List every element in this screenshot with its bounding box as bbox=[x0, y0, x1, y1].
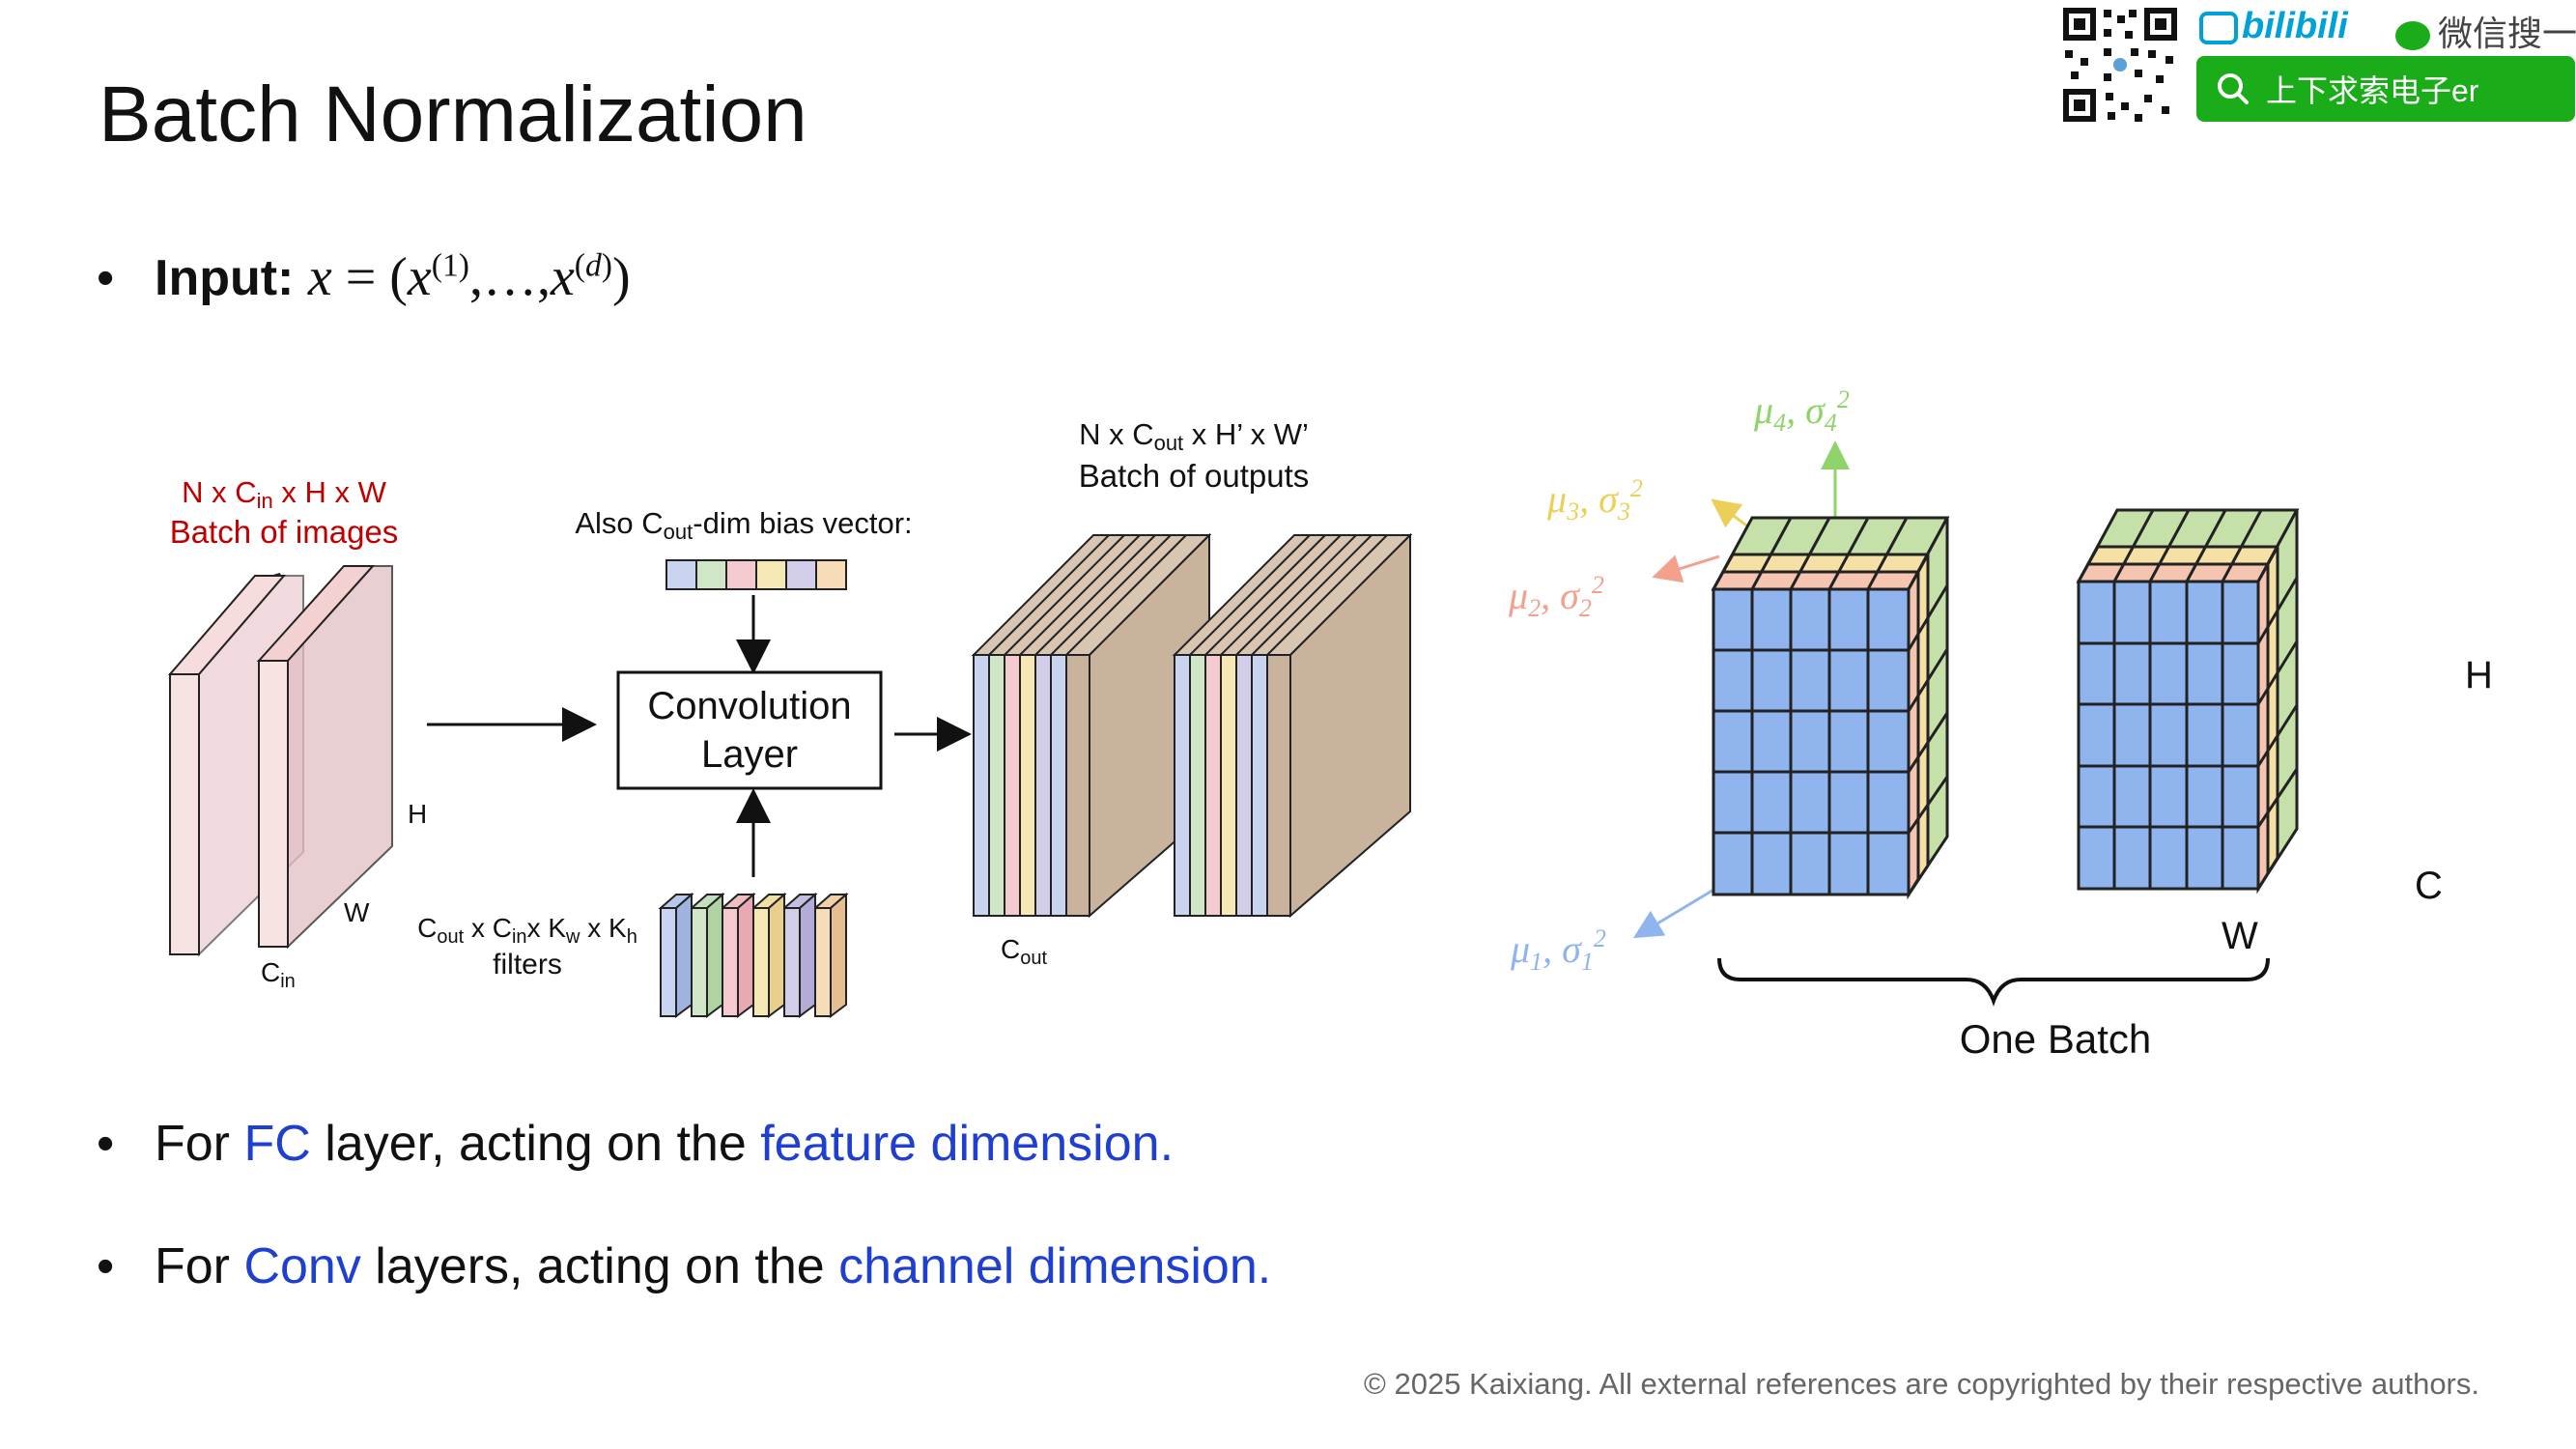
cube-c-label: C bbox=[2415, 865, 2443, 907]
bias-vector-label: Also Cout-dim bias vector: bbox=[575, 506, 912, 544]
arrow-mu2 bbox=[1652, 554, 1720, 583]
output-block-1 bbox=[971, 532, 1212, 919]
qr-code-icon bbox=[2061, 6, 2179, 124]
cube-sample-2 bbox=[2076, 508, 2300, 895]
input-image-slab-2 bbox=[256, 565, 393, 950]
input-bullet: • Input: x = (x(1),…,x(d)) bbox=[97, 249, 631, 304]
stat-mu2-sigma2: μ2, σ22 bbox=[1508, 571, 1604, 622]
highlight-conv: Conv bbox=[243, 1238, 361, 1294]
cube-sample-1 bbox=[1711, 516, 1950, 900]
output-batch-label: Batch of outputs bbox=[1079, 458, 1310, 494]
bullet-conv: •For Conv layers, acting on the channel … bbox=[97, 1238, 1272, 1294]
stat-mu1-sigma1: μ1, σ12 bbox=[1510, 924, 1606, 976]
slide-title: Batch Normalization bbox=[99, 71, 807, 158]
arrow-mu1 bbox=[1632, 887, 1716, 939]
highlight-channel-dimension: channel dimension. bbox=[838, 1238, 1272, 1294]
input-label: Input: bbox=[155, 250, 295, 306]
conv-layer-diagram: N x Cin x H x W Batch of images H W Cin … bbox=[167, 417, 1413, 1018]
wechat-search-label: 微信搜一搜 bbox=[2395, 6, 2576, 56]
bilibili-logo: bilibili bbox=[2199, 6, 2348, 46]
filters-shape-label: Cout x Cinx Kw x Kh bbox=[417, 913, 637, 948]
stat-mu3-sigma3: μ3, σ32 bbox=[1546, 474, 1643, 526]
bullet-fc: •For FC layer, acting on the feature dim… bbox=[97, 1116, 1175, 1172]
output-cout-label: Cout bbox=[1001, 934, 1047, 969]
highlight-fc: FC bbox=[243, 1116, 311, 1172]
conv-label-line1: Convolution bbox=[647, 685, 851, 727]
copyright-footer: © 2025 Kaixiang. All external references… bbox=[1364, 1367, 2479, 1401]
batchnorm-cube-diagram: μ1, σ12 μ2, σ22 μ3, σ32 μ4, σ42 H C W bbox=[1508, 385, 2493, 1062]
filters-stack bbox=[658, 892, 849, 1018]
conv-label-line2: Layer bbox=[701, 733, 798, 776]
input-shape-label: N x Cin x H x W bbox=[182, 475, 386, 513]
one-batch-label: One Batch bbox=[1960, 1016, 2151, 1062]
wechat-search-button[interactable]: 上下求索电子er bbox=[2196, 56, 2575, 122]
stat-mu4-sigma4: μ4, σ42 bbox=[1753, 385, 1850, 437]
input-batch-label: Batch of images bbox=[170, 514, 399, 550]
bias-vector bbox=[665, 559, 847, 590]
convolution-layer-box bbox=[616, 670, 883, 790]
batch-brace bbox=[1717, 957, 2270, 1007]
cube-h-label: H bbox=[2465, 654, 2493, 696]
input-h-label: H bbox=[408, 799, 427, 829]
input-formula: x = (x(1),…,x(d)) bbox=[307, 247, 631, 307]
filters-label: filters bbox=[493, 949, 562, 980]
wechat-icon bbox=[2395, 21, 2430, 51]
input-w-label: W bbox=[344, 897, 370, 927]
cube-w-label: W bbox=[2222, 915, 2258, 957]
highlight-feature-dimension: feature dimension. bbox=[760, 1116, 1175, 1172]
output-block-2 bbox=[1172, 532, 1413, 919]
input-cin-label: Cin bbox=[261, 957, 296, 992]
search-icon bbox=[2218, 73, 2249, 104]
bullet-dot: • bbox=[97, 250, 115, 306]
output-shape-label: N x Cout x H’ x W’ bbox=[1079, 417, 1309, 455]
tv-icon bbox=[2199, 11, 2238, 44]
